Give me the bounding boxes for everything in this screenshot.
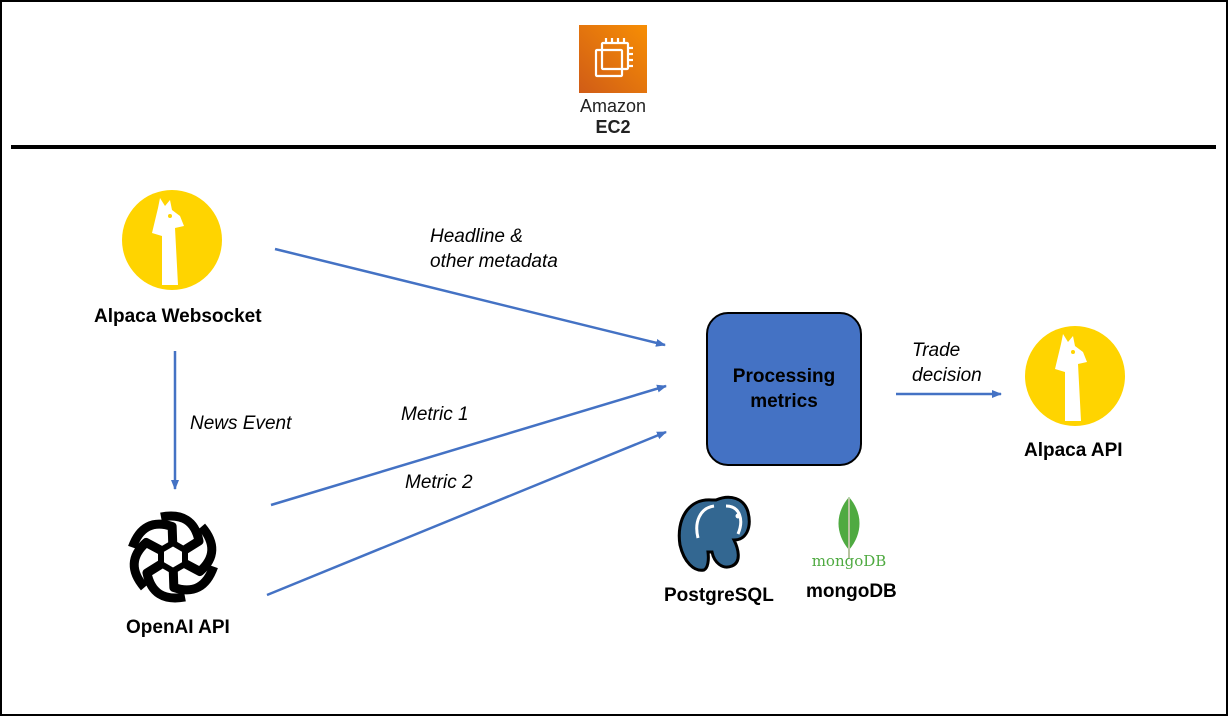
amazon-ec2-icon xyxy=(579,25,647,93)
processing-label-line1: Processing xyxy=(732,366,836,387)
alpaca-websocket-label: Alpaca Websocket xyxy=(94,306,262,327)
news-event-label: News Event xyxy=(190,413,292,434)
mongodb-leaf-icon xyxy=(838,497,860,558)
header-divider xyxy=(11,145,1216,149)
mongodb-label: mongoDB xyxy=(806,581,897,602)
trade-label-line2: decision xyxy=(912,365,982,386)
postgresql-label: PostgreSQL xyxy=(664,585,774,606)
openai-icon xyxy=(128,511,218,603)
processing-metrics-box: Processing metrics xyxy=(706,312,862,466)
arrow-metric2 xyxy=(266,430,667,597)
ec2-title-top: Amazon xyxy=(579,96,647,116)
trade-label-line1: Trade xyxy=(912,340,961,361)
mongodb-logo-wordmark: mongoDB xyxy=(811,552,887,570)
headline-label-line2: other metadata xyxy=(430,251,558,272)
headline-label-line1: Headline & xyxy=(430,226,523,247)
processing-label-line2: metrics xyxy=(750,391,818,412)
arrow-headline xyxy=(274,247,666,347)
metric1-label: Metric 1 xyxy=(401,404,469,425)
ec2-title-bottom: EC2 xyxy=(595,117,631,137)
alpaca-api-label: Alpaca API xyxy=(1024,440,1123,461)
alpaca-websocket-icon xyxy=(122,190,222,290)
metric2-label: Metric 2 xyxy=(405,472,473,493)
openai-api-label: OpenAI API xyxy=(126,617,230,638)
arrow-metric1 xyxy=(270,384,667,507)
alpaca-api-icon xyxy=(1025,326,1125,426)
postgresql-icon xyxy=(677,495,751,572)
